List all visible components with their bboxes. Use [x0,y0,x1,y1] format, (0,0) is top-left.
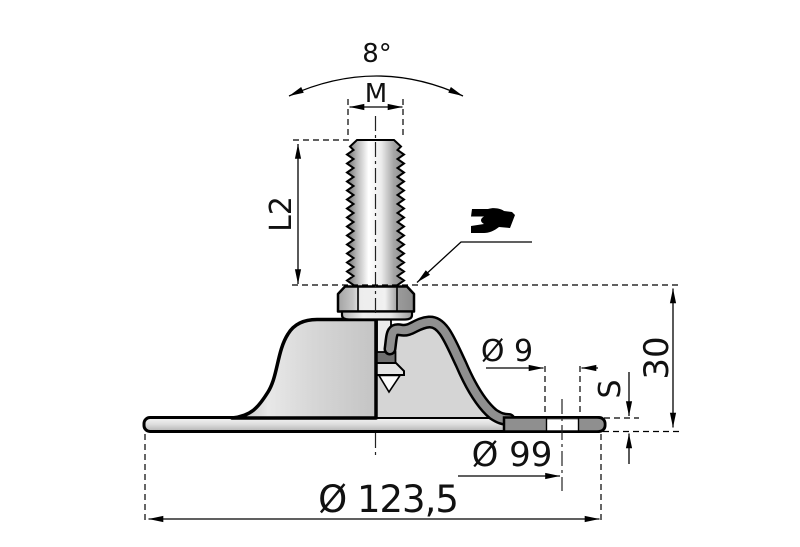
center-lines [374,116,563,491]
leveling-foot-part [142,139,607,433]
wrench-callout [416,208,532,283]
dimension-thread-length: L2 [264,139,679,286]
dimension-tilt-angle: 8° [288,39,464,97]
wrench-icon [471,208,515,233]
dimension-base-thickness: S [593,372,639,464]
dimension-overall-height: 30 [603,288,681,433]
tilt-angle-label: 8° [362,39,392,69]
stud-tip-wedge [377,374,402,394]
section-interior [377,327,497,417]
bell-housing [230,317,378,420]
shell-band [386,318,513,424]
base-diameter-label: Ø 123,5 [318,478,458,521]
dimension-hole-diameter: Ø 9 [481,334,598,415]
thread-length-label: L2 [264,196,299,232]
base-thickness-label: S [593,379,628,398]
mounting-hole [546,419,579,431]
thread-size-label: M [365,79,387,109]
nut-washer [340,310,414,321]
dimension-bolt-circle: Ø 99 [458,435,560,480]
overall-height-label: 30 [637,336,677,379]
dimension-thread-size: M [347,79,404,139]
bolt-circle-label: Ø 99 [472,435,553,475]
hole-diameter-label: Ø 9 [481,334,533,369]
dimension-base-diameter: Ø 123,5 [144,434,602,524]
dimensions: 8° M L2 Ø 9 [144,39,681,524]
